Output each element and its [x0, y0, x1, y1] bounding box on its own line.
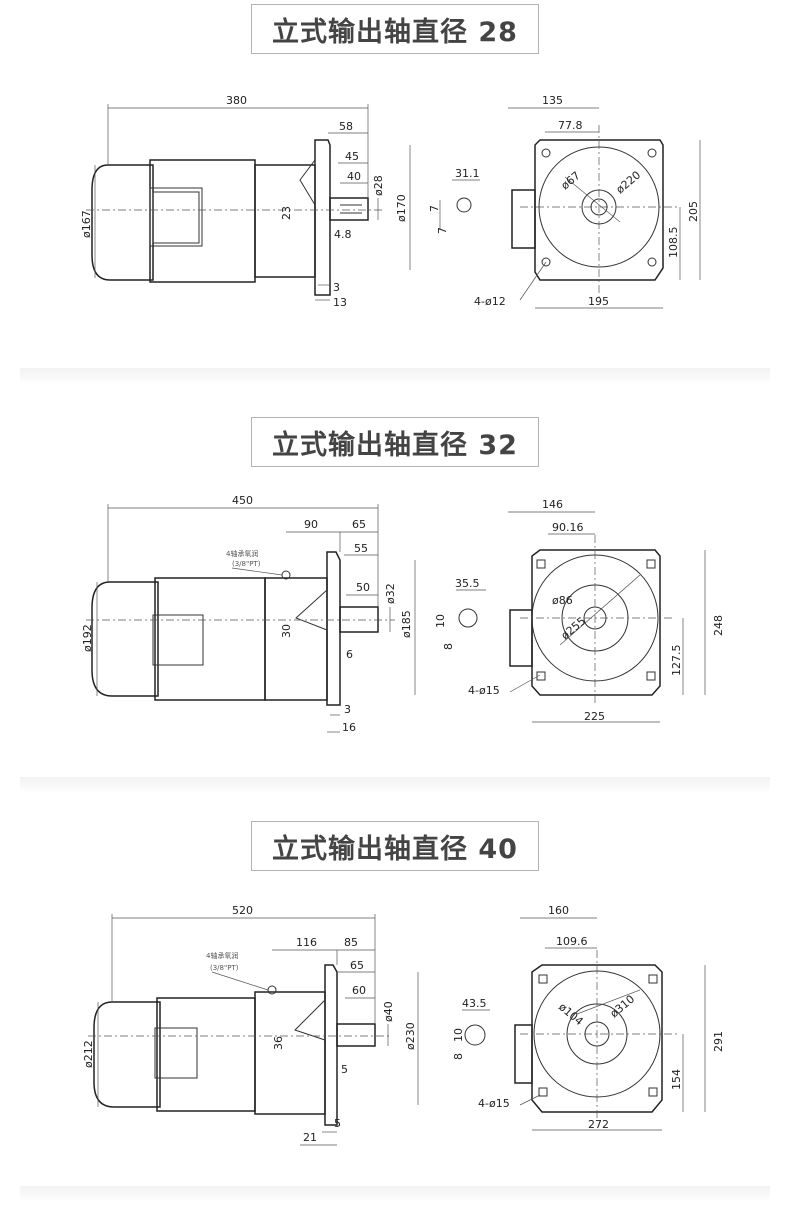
dim-d3: 65	[350, 959, 364, 972]
dim-flange-dia: ø185	[400, 610, 413, 638]
key-width: 43.5	[462, 997, 487, 1010]
dim-center: 23	[280, 206, 293, 220]
dim-overall: 520	[232, 904, 253, 917]
section-title-box: 立式输出轴直径 32	[251, 417, 539, 467]
front-height: 248	[712, 615, 725, 636]
key-a: 10	[452, 1028, 465, 1042]
circle-small: ø86	[552, 594, 573, 607]
dim-flange-dia: ø230	[404, 1022, 417, 1050]
key-width: 31.1	[455, 167, 480, 180]
dim-body-dia: ø192	[81, 624, 94, 652]
circle-big: ø220	[614, 169, 644, 197]
dim-overall: 450	[232, 494, 253, 507]
dim-center: 36	[272, 1036, 285, 1050]
front-top2: 77.8	[558, 119, 583, 132]
front-top: 135	[542, 94, 563, 107]
dim-key: 5	[341, 1063, 348, 1076]
dim-d2: 45	[345, 150, 359, 163]
dim-t1: 5	[334, 1117, 341, 1130]
note-line2: (3/8"PT)	[210, 964, 239, 972]
note-line2: (3/8"PT)	[232, 560, 261, 568]
front-top2: 109.6	[556, 935, 588, 948]
dim-t1: 3	[333, 281, 340, 294]
dim-d3: 55	[354, 542, 368, 555]
holes: 4-ø12	[474, 295, 506, 308]
front-half: 154	[670, 1069, 683, 1090]
note-line1: 4轴承氧润	[226, 549, 258, 558]
key-width: 35.5	[455, 577, 480, 590]
section-divider	[20, 368, 770, 384]
dim-d3: 40	[347, 170, 361, 183]
dim-d1: 90	[304, 518, 318, 531]
front-top2: 90.16	[552, 521, 584, 534]
front-top: 146	[542, 498, 563, 511]
dim-d2: 85	[344, 936, 358, 949]
dim-d4: 60	[352, 984, 366, 997]
section-title: 立式输出轴直径 40	[272, 833, 518, 865]
dim-flange-dia: ø170	[395, 194, 408, 222]
front-top: 160	[548, 904, 569, 917]
section-title-box: 立式输出轴直径 28	[251, 4, 539, 54]
front-view: 135 77.8 195 205 108.5 ø67 ø220 4-ø12	[474, 94, 701, 309]
key-b: 7	[436, 227, 449, 234]
dim-key: 6	[346, 648, 353, 661]
holes: 4-ø15	[478, 1097, 510, 1110]
dim-overall: 380	[226, 94, 247, 107]
key-b: 8	[452, 1053, 465, 1060]
side-view: 450 90 65 55 50 ø32 ø185 ø192 30 6 3 16 …	[81, 494, 416, 734]
dim-d2: 65	[352, 518, 366, 531]
key-detail: 35.5 10 8	[434, 577, 486, 650]
circle-small: ø104	[556, 1000, 586, 1028]
front-height: 205	[687, 201, 700, 222]
side-view: 380 58 45 40 ø28 ø170 ø167 23 4.8 3 13	[80, 94, 411, 309]
section-title: 立式输出轴直径 28	[272, 16, 518, 48]
key-detail: 31.1 7 7	[428, 167, 480, 234]
dim-shaft-dia: ø32	[384, 583, 397, 604]
holes: 4-ø15	[468, 684, 500, 697]
drawing-shaft-40: 520 116 85 65 60 ø40 ø230 ø212 36 5 5 21…	[82, 904, 725, 1146]
dim-shaft-dia: ø40	[382, 1001, 395, 1022]
side-view: 520 116 85 65 60 ø40 ø230 ø212 36 5 5 21…	[82, 904, 419, 1146]
dim-body-dia: ø167	[80, 210, 93, 238]
circle-big: ø310	[608, 993, 638, 1021]
front-bottom: 195	[588, 295, 609, 308]
front-height: 291	[712, 1031, 725, 1052]
dim-d4: 50	[356, 581, 370, 594]
front-view: 160 109.6 272 291 154 ø104 ø310 4-ø15	[478, 904, 725, 1131]
key-a: 10	[434, 614, 447, 628]
front-half: 108.5	[667, 227, 680, 259]
dim-t2: 16	[342, 721, 356, 734]
dim-t2: 13	[333, 296, 347, 309]
key-a: 7	[428, 205, 441, 212]
drawing-shaft-28: 380 58 45 40 ø28 ø170 ø167 23 4.8 3 13 3…	[80, 94, 701, 309]
front-half: 127.5	[670, 645, 683, 677]
dim-body-dia: ø212	[82, 1040, 95, 1068]
section-divider	[20, 1186, 770, 1202]
dim-t1: 3	[344, 703, 351, 716]
note-line1: 4轴承氧润	[206, 951, 238, 960]
dim-d1: 58	[339, 120, 353, 133]
dim-d1: 116	[296, 936, 317, 949]
front-view: 146 90.16 225 248 127.5 ø86 ø255 4-ø15	[468, 498, 725, 723]
section-title: 立式输出轴直径 32	[272, 429, 518, 461]
drawing-shaft-32: 450 90 65 55 50 ø32 ø185 ø192 30 6 3 16 …	[81, 494, 725, 734]
front-bottom: 225	[584, 710, 605, 723]
key-b: 8	[442, 643, 455, 650]
dim-shaft-dia: ø28	[372, 175, 385, 196]
section-divider	[20, 777, 770, 793]
dim-center: 30	[280, 624, 293, 638]
key-detail: 43.5 10 8	[452, 997, 490, 1060]
front-bottom: 272	[588, 1118, 609, 1131]
dim-t2: 21	[303, 1131, 317, 1144]
dim-key: 4.8	[334, 228, 352, 241]
section-title-box: 立式输出轴直径 40	[251, 821, 539, 871]
